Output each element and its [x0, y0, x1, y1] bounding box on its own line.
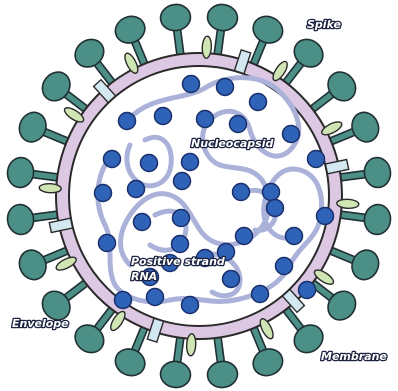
membrane-protein-body	[202, 36, 212, 58]
envelope-label: Envelope	[12, 317, 69, 330]
nucleocapsid-protein	[141, 155, 158, 172]
nucleocapsid-protein	[182, 154, 199, 171]
nucleocapsid-protein	[95, 185, 112, 202]
spike-label: Spike	[307, 18, 341, 31]
nucleocapsid-protein	[317, 208, 334, 225]
spike-head	[159, 3, 192, 33]
membrane-protein-body	[337, 199, 359, 209]
nucleocapsid-label: Nucleocapsid	[191, 137, 273, 150]
spike-head	[15, 246, 51, 284]
nucleocapsid-protein	[172, 236, 189, 253]
nucleocapsid-protein	[99, 235, 116, 252]
membrane-protein-body	[186, 334, 196, 356]
spike-head	[249, 12, 287, 48]
spike-head	[249, 345, 287, 381]
membrane-protein	[39, 183, 61, 193]
spike-head	[206, 360, 239, 390]
nucleocapsid-protein	[230, 116, 247, 133]
nucleocapsid-protein	[128, 181, 145, 198]
spike-head	[6, 156, 36, 189]
nucleocapsid-protein	[263, 184, 280, 201]
nucleocapsid-protein	[250, 94, 267, 111]
nucleocapsid-protein	[283, 126, 300, 143]
nucleocapsid-protein	[267, 200, 284, 217]
spike-head	[15, 108, 51, 146]
spike-head	[348, 108, 384, 146]
nucleocapsid-protein	[147, 289, 164, 306]
nucleocapsid-protein	[236, 228, 253, 245]
spike-head	[348, 246, 384, 284]
membrane-protein	[337, 199, 359, 209]
nucleocapsid-protein	[183, 76, 200, 93]
nucleocapsid-protein	[155, 108, 172, 125]
membrane-protein	[186, 334, 196, 356]
spike-head	[206, 3, 239, 33]
nucleocapsid-protein	[308, 151, 325, 168]
nucleocapsid-protein	[134, 214, 151, 231]
nucleocapsid-protein	[173, 210, 190, 227]
nucleocapsid-protein	[299, 282, 316, 299]
rna-label-line1: Positive strand	[131, 255, 225, 268]
nucleocapsid-protein	[197, 111, 214, 128]
nucleocapsid-protein	[217, 79, 234, 96]
spike-head	[363, 156, 393, 189]
spike-head	[111, 345, 149, 381]
nucleocapsid-protein	[182, 297, 199, 314]
nucleocapsid-protein	[104, 151, 121, 168]
membrane-label: Membrane	[321, 350, 387, 363]
nucleocapsid-protein	[252, 286, 269, 303]
nucleocapsid-protein	[223, 271, 240, 288]
nucleocapsid-protein	[286, 228, 303, 245]
nucleocapsid-protein	[174, 173, 191, 190]
spike-head	[363, 203, 393, 236]
nucleocapsid-protein	[233, 184, 250, 201]
rna-label-line2: RNA	[131, 270, 157, 283]
nucleocapsid-protein	[119, 113, 136, 130]
nucleocapsid-protein	[115, 292, 132, 309]
spike-head	[159, 360, 192, 390]
nucleocapsid-protein	[276, 258, 293, 275]
spike-head	[111, 12, 149, 48]
membrane-protein-body	[39, 183, 61, 193]
spike-head	[6, 203, 36, 236]
membrane-protein	[202, 36, 212, 58]
